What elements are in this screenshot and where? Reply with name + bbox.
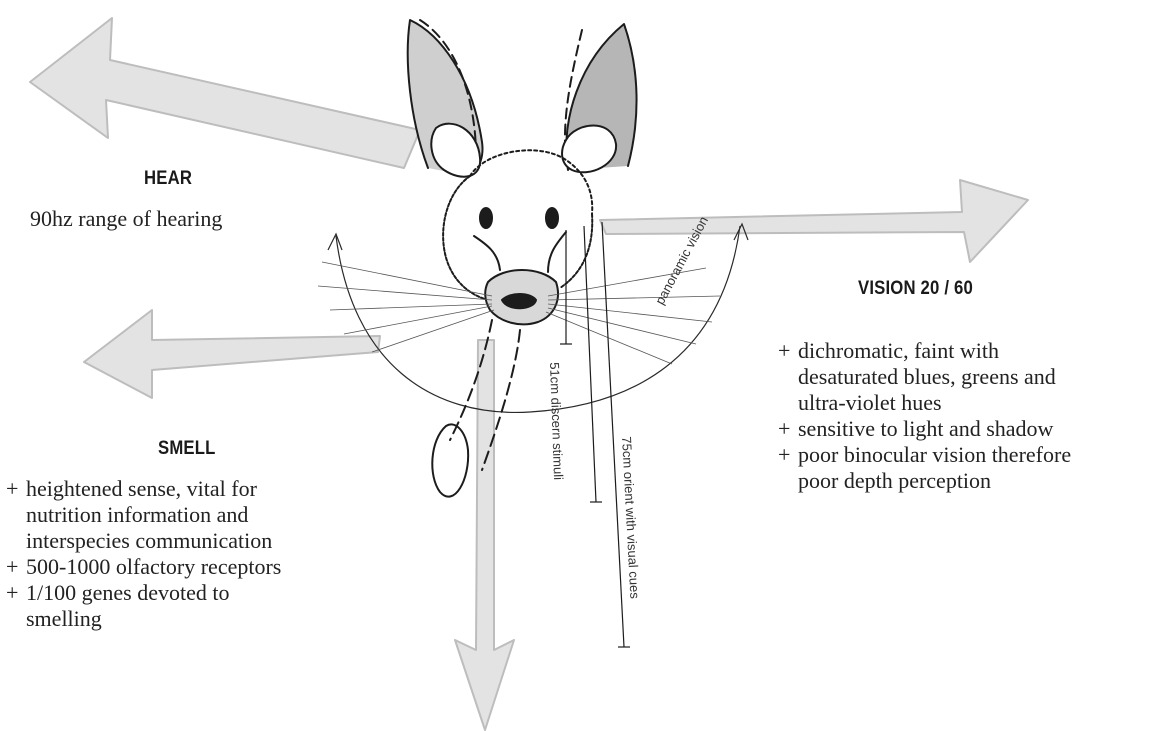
bullet: + [778,442,790,468]
smell-point-2-line-1: 500-1000 olfactory receptors [26,554,281,579]
smell-point-1-line-3: interspecies communication [26,528,272,553]
smell-point-3-line-2: smelling [26,606,102,631]
vision-point-3-line-2: poor depth perception [798,468,991,493]
smell-title: SMELL [158,438,216,460]
smell-arrow [84,310,380,398]
list-item: + sensitive to light and shadow [778,416,1071,442]
bullet: + [6,476,18,502]
smell-point-1-line-1: heightened sense, vital for [26,476,257,501]
kangaroo-head-drawing [408,20,637,497]
list-item: + 500-1000 olfactory receptors [6,554,281,580]
bullet: + [6,580,18,606]
hear-arrow [30,18,420,168]
smell-point-1-line-2: nutrition information and [26,502,248,527]
hear-title: HEAR [144,168,192,190]
vision-point-1-line-2: desaturated blues, greens and [798,364,1056,389]
list-item: + dichromatic, faint with desaturated bl… [778,338,1071,416]
vision-point-1-line-1: dichromatic, faint with [798,338,999,363]
vision-point-3-line-1: poor binocular vision therefore [798,442,1071,467]
vision-arrow [600,180,1028,262]
smell-points: + heightened sense, vital for nutrition … [6,476,281,632]
measure-lines [560,222,630,647]
hear-detail: 90hz range of hearing [30,206,222,232]
bullet: + [778,416,790,442]
vision-point-1-line-3: ultra-violet hues [798,390,942,415]
bullet: + [6,554,18,580]
vision-point-2-line-1: sensitive to light and shadow [798,416,1053,441]
vision-points: + dichromatic, faint with desaturated bl… [778,338,1071,494]
down-arrow [455,340,514,730]
list-item: + 1/100 genes devoted to smelling [6,580,281,632]
list-item: + heightened sense, vital for nutrition … [6,476,281,554]
list-item: + poor binocular vision therefore poor d… [778,442,1071,494]
smell-point-3-line-1: 1/100 genes devoted to [26,580,229,605]
bullet: + [778,338,790,364]
vision-title: VISION 20 / 60 [858,278,973,300]
